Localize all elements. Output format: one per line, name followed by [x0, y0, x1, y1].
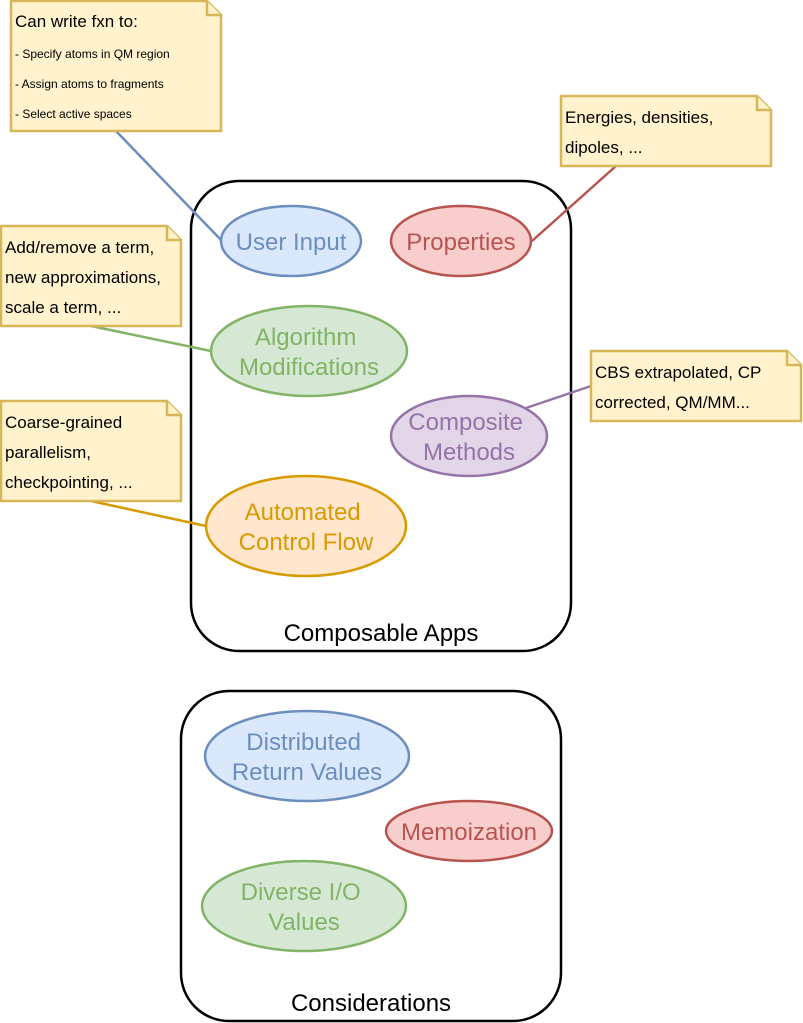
algorithm-note-line-3: scale a term, ...: [5, 298, 121, 317]
user-input-note-line-2: - Assign atoms to fragments: [15, 77, 164, 91]
automated-control-flow-label-line-2: Control Flow: [239, 529, 374, 556]
distributed-return-values-label-line-1: Distributed: [246, 729, 361, 756]
automated-control-flow-node: Automated Control Flow: [204, 474, 408, 578]
user-input-note: Can write fxn to: - Specify atoms in QM …: [9, 0, 223, 133]
composite-connector: [525, 384, 592, 410]
algorithm-note: Add/remove a term, new approximations, s…: [0, 224, 183, 328]
composite-methods-label-line-2: Methods: [423, 439, 515, 466]
control-flow-note-line-3: checkpointing, ...: [5, 473, 133, 492]
control-flow-note: Coarse-grained parallelism, checkpointin…: [0, 399, 183, 503]
properties-note-line-1: Energies, densities,: [565, 108, 713, 127]
svg-text:Properties: Properties: [406, 229, 515, 256]
control-flow-connector: [90, 499, 207, 528]
properties-label: Properties: [406, 229, 515, 256]
composite-note: CBS extrapolated, CP corrected, QM/MM...: [589, 349, 803, 423]
svg-text:Diverse I/O Values: Diverse I/O Values: [241, 879, 368, 936]
distributed-return-values-node: Distributed Return Values: [203, 709, 411, 803]
svg-text:Distributed Return Value: Distributed Return Values: [232, 729, 382, 786]
algorithm-modifications-node: Algorithm Modifications: [209, 304, 409, 398]
diverse-io-values-node: Diverse I/O Values: [200, 859, 408, 953]
memoization-label: Memoization: [401, 819, 537, 846]
algorithm-connector: [90, 324, 212, 353]
user-input-note-line-1: - Specify atoms in QM region: [15, 47, 170, 61]
diverse-io-values-label-line-1: Diverse I/O: [241, 879, 361, 906]
properties-node: Properties: [389, 204, 533, 278]
composite-methods-node: Composite Methods: [389, 394, 549, 478]
algorithm-note-line-1: Add/remove a term,: [5, 238, 154, 257]
user-input-label: User Input: [236, 229, 347, 256]
properties-note-line-2: dipoles, ...: [565, 138, 643, 157]
svg-text:User Input: User Input: [236, 229, 347, 256]
user-input-connector: [115, 130, 223, 242]
composable-apps-label: Composable Apps: [284, 620, 479, 647]
considerations-label: Considerations: [291, 990, 451, 1017]
composite-methods-label-line-1: Composite: [408, 409, 523, 436]
user-input-note-title: Can write fxn to:: [15, 12, 138, 31]
diverse-io-values-label-line-2: Values: [268, 909, 340, 936]
algorithm-note-line-2: new approximations,: [5, 268, 161, 287]
user-input-node: User Input: [219, 204, 363, 278]
svg-text:Algorithm Modifications: Algorithm Modifications: [239, 324, 379, 381]
memoization-node: Memoization: [384, 799, 554, 863]
control-flow-note-line-2: parallelism,: [5, 443, 91, 462]
svg-text:Automated Control Flow: Automated Control Flow: [239, 499, 374, 556]
properties-note: Energies, densities, dipoles, ...: [559, 94, 773, 168]
svg-text:Composite Methods: Composite Methods: [408, 409, 529, 466]
properties-connector: [531, 165, 617, 242]
distributed-return-values-label-line-2: Return Values: [232, 759, 382, 786]
svg-text:Memoization: Memoization: [401, 819, 537, 846]
control-flow-note-line-1: Coarse-grained: [5, 413, 122, 432]
algorithm-modifications-label-line-2: Modifications: [239, 354, 379, 381]
user-input-note-line-3: - Select active spaces: [15, 107, 132, 121]
automated-control-flow-label-line-1: Automated: [245, 499, 361, 526]
algorithm-modifications-label-line-1: Algorithm: [255, 324, 356, 351]
composite-note-line-2: corrected, QM/MM...: [595, 393, 750, 412]
composite-note-line-1: CBS extrapolated, CP: [595, 363, 761, 382]
